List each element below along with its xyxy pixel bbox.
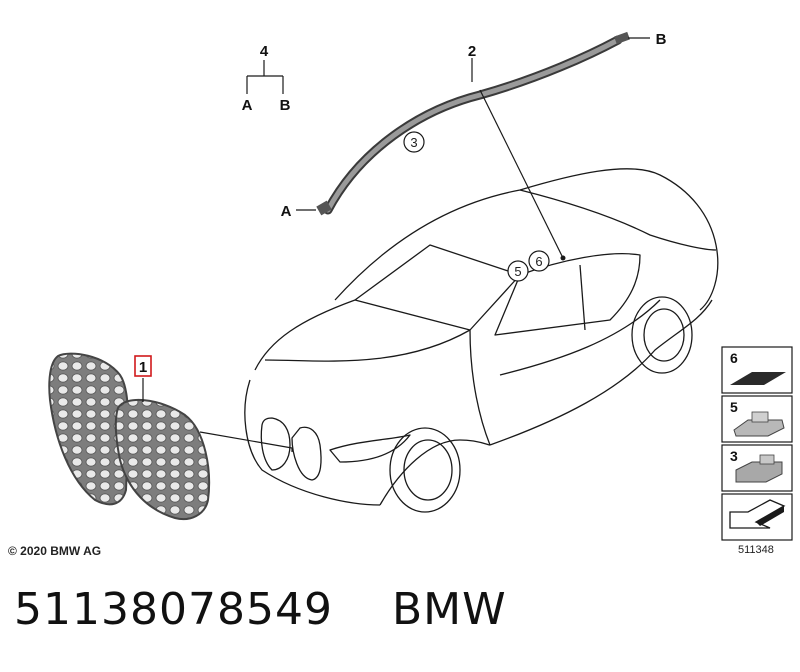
strip-end-b: B bbox=[656, 31, 667, 48]
roof-trim-strip bbox=[316, 31, 630, 216]
car-outline bbox=[244, 168, 719, 513]
adhesive-pad-icon bbox=[730, 372, 786, 385]
copyright-text: © 2020 BMW AG bbox=[8, 544, 101, 558]
callout-4: 4 bbox=[260, 43, 269, 60]
callout-2: 2 bbox=[468, 43, 476, 60]
leader-lines bbox=[142, 37, 650, 452]
legend-label-5: 5 bbox=[730, 399, 738, 415]
callout-4-b: B bbox=[280, 97, 291, 114]
legend-label-6: 6 bbox=[730, 350, 738, 366]
callout-3-circle bbox=[403, 131, 425, 153]
mount-point-dot bbox=[560, 255, 566, 261]
part-footer: 51138078549 BMW bbox=[14, 584, 507, 635]
callout-1: 1 bbox=[139, 359, 147, 376]
bracket-icon bbox=[735, 461, 783, 483]
clip-icon bbox=[733, 419, 785, 437]
strip-end-a: A bbox=[281, 203, 292, 220]
callout-5: 5 bbox=[514, 264, 521, 279]
callout-3: 3 bbox=[410, 135, 417, 150]
kidney-grille-part bbox=[48, 352, 211, 520]
part-number: 51138078549 bbox=[14, 584, 333, 635]
callout-4-a: A bbox=[242, 97, 253, 114]
callout-6-circle bbox=[528, 250, 550, 272]
brand-name: BMW bbox=[391, 584, 507, 635]
diagram-number: 511348 bbox=[738, 544, 774, 556]
callout-6: 6 bbox=[535, 254, 542, 269]
legend-label-3: 3 bbox=[730, 448, 738, 464]
legend-box-6 bbox=[721, 346, 793, 394]
callout-5-circle bbox=[507, 260, 529, 282]
callout-1-highlight-box bbox=[134, 355, 152, 377]
legend-panel: 6 5 3 bbox=[721, 346, 793, 541]
